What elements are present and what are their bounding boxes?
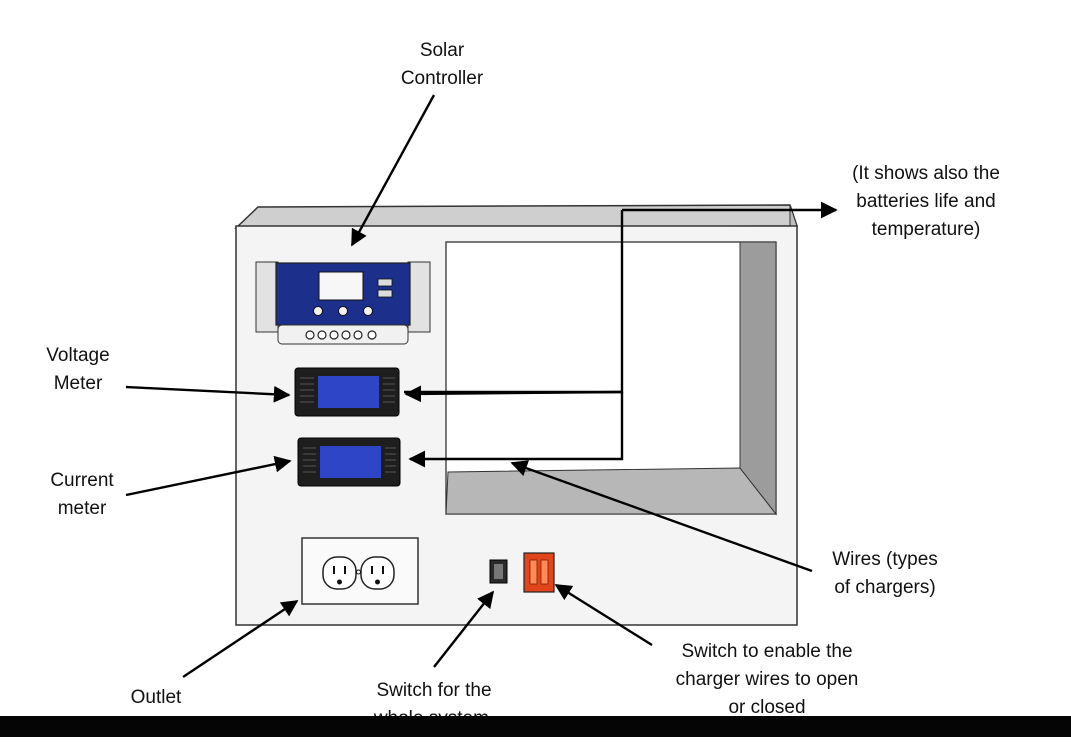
outlet-socket-icon <box>360 556 395 590</box>
arrow-wires <box>510 460 813 573</box>
arrow-charger-switch <box>554 583 653 647</box>
current-meter-display <box>320 446 381 478</box>
controller-mount-left <box>255 261 279 333</box>
bottom-black-bar <box>0 716 1071 737</box>
solar-controller-device <box>255 261 431 345</box>
voltage-meter-display <box>318 376 379 408</box>
label-solar-controller: Solar Controller <box>400 40 484 89</box>
charger-switch-device <box>523 552 555 593</box>
label-charger-switch: Switch to enable the charger wires to op… <box>675 641 859 718</box>
outlet-socket-icon <box>322 556 357 590</box>
label-wires: Wires (types of chargers) <box>832 549 938 598</box>
outlet-device <box>301 537 419 605</box>
usb-port-icon <box>377 289 393 298</box>
current-meter-device <box>297 437 401 487</box>
arrow-solar-controller <box>350 94 436 247</box>
label-voltage-meter: Voltage Meter <box>46 345 110 394</box>
arrow-outlet <box>182 600 299 678</box>
terminal-screws <box>305 330 377 340</box>
system-switch-device <box>489 559 508 584</box>
label-controller-note: (It shows also the batteries life and te… <box>852 163 1000 240</box>
cabinet-top <box>234 204 799 229</box>
callout-arrows <box>125 94 838 678</box>
controller-mount-right <box>407 261 431 333</box>
label-outlet: Outlet <box>130 687 182 708</box>
controller-button-icon <box>313 306 323 316</box>
arrow-system-switch <box>433 590 495 668</box>
arrow-current-meter <box>125 455 292 497</box>
controller-button-icon <box>363 306 373 316</box>
arrow-voltage-meter <box>125 385 291 403</box>
label-current-meter: Current meter <box>50 470 114 519</box>
controller-screen <box>318 271 364 301</box>
arrow-current-wire <box>408 392 624 468</box>
usb-port-icon <box>377 278 393 287</box>
voltage-meter-device <box>294 367 400 417</box>
cabinet-opening <box>445 241 778 516</box>
controller-button-icon <box>338 306 348 316</box>
